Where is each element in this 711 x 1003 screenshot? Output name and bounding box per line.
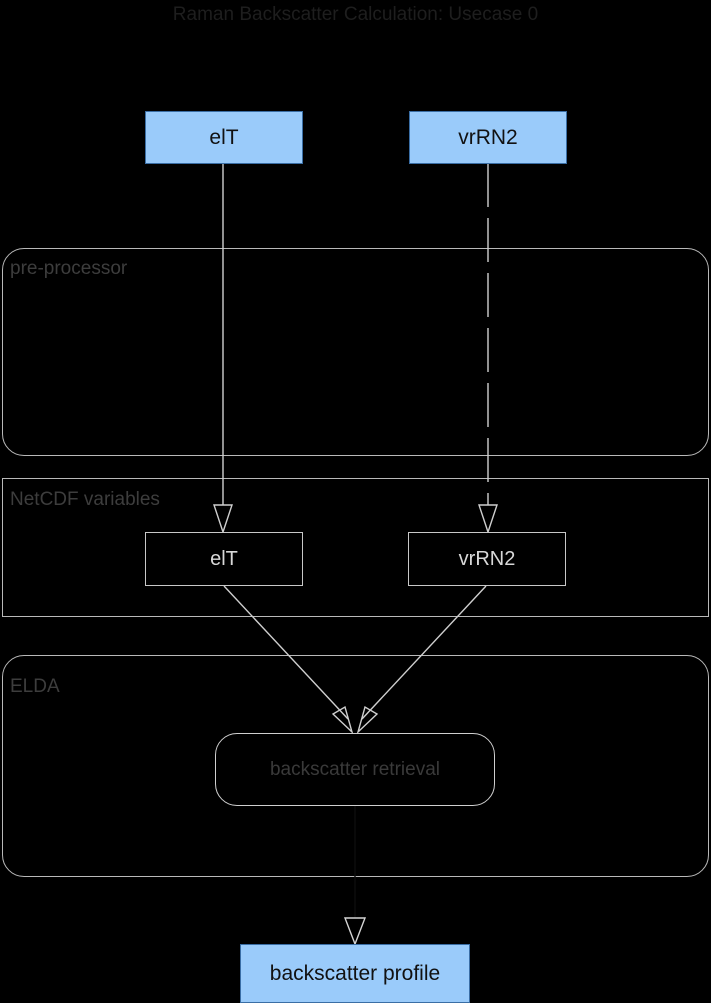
group-pre-processor — [2, 248, 709, 456]
edge-var-elt-to-retrieval — [223, 585, 349, 720]
node-var-vrrn2-label: vrRN2 — [458, 547, 516, 570]
node-input-vrrn2[interactable]: vrRN2 — [409, 111, 567, 164]
arrowhead-retrieval-left — [331, 705, 354, 735]
node-var-elt-label: elT — [210, 547, 238, 570]
node-var-vrrn2[interactable]: vrRN2 — [408, 532, 566, 586]
node-input-vrrn2-label: vrRN2 — [458, 125, 518, 149]
arrowhead-var-vrrn2 — [478, 504, 498, 535]
group-netcdf-variables — [2, 478, 709, 617]
group-label-netcdf-variables: NetCDF variables — [10, 489, 160, 510]
node-var-elt[interactable]: elT — [145, 532, 303, 586]
arrowhead-backscatter-profile — [343, 917, 367, 946]
group-label-pre-processor: pre-processor — [10, 258, 128, 279]
arrowhead-var-elt — [213, 504, 233, 535]
edge-var-vrrn2-to-retrieval — [361, 585, 487, 720]
node-backscatter-retrieval[interactable]: backscatter retrieval — [215, 733, 495, 806]
arrowhead-retrieval-right — [356, 705, 379, 735]
node-input-elt-label: elT — [209, 125, 239, 149]
diagram-title: Raman Backscatter Calculation: Usecase 0 — [172, 4, 539, 25]
group-label-elda: ELDA — [10, 676, 60, 697]
node-backscatter-profile-label: backscatter profile — [269, 961, 441, 985]
node-backscatter-retrieval-label: backscatter retrieval — [269, 758, 440, 780]
node-backscatter-profile[interactable]: backscatter profile — [240, 944, 470, 1003]
node-input-elt[interactable]: elT — [145, 111, 303, 164]
